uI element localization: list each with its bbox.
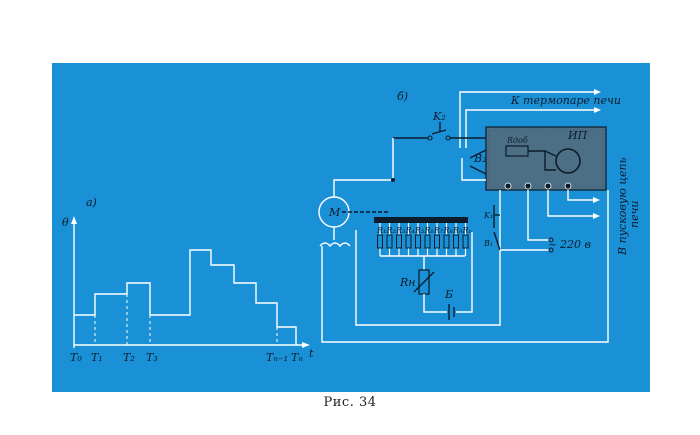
resistor-9 (453, 234, 459, 249)
resistor-1 (377, 234, 383, 249)
resistor-5 (415, 234, 421, 249)
junction-dot (391, 178, 395, 182)
start-circuit-label-2: печи (628, 200, 641, 228)
measuring-instrument: ИП Rдоб (485, 126, 607, 191)
rn-battery-circuit: Rн Б (355, 190, 501, 326)
k2-label: K₂ (432, 110, 446, 123)
resistor-label: R₇ (433, 226, 444, 235)
switch-k2: K₂ (393, 110, 486, 141)
resistor-2 (386, 234, 393, 249)
tick-tn: Tₙ (291, 351, 303, 364)
start-circuit-label-1: В пусковую цепь (616, 157, 629, 256)
step-dashed-guides (94, 294, 278, 345)
tick-t2: T₂ (123, 351, 135, 364)
resistor-10 (462, 234, 469, 249)
resistor-label: R₈ (443, 226, 454, 235)
battery-label: Б (444, 288, 453, 301)
rn-label: Rн (399, 276, 416, 289)
tick-t3: T₃ (146, 351, 158, 364)
thermocouple-label: К термопаре печи (510, 94, 621, 107)
x-axis-label: t (309, 347, 314, 360)
resistor-6 (424, 234, 431, 249)
resistor-label: R₆ (424, 226, 435, 235)
axes (71, 216, 310, 348)
figure-panel (52, 63, 650, 392)
motor: М (318, 138, 609, 343)
resistor-label: R₁ (376, 226, 386, 235)
tick-t1: T₁ (91, 351, 103, 364)
temperature-step-curve (74, 249, 297, 345)
motor-label: М (328, 206, 341, 219)
part-b-label: б) (397, 90, 408, 103)
resistor-3 (396, 234, 402, 249)
supply-220v: K₁ B₁ ~ 220 в (483, 190, 591, 253)
resistor-label: R₉ (452, 226, 463, 235)
resistor-label: Rₙ (462, 226, 472, 235)
part-a-label: а) (86, 196, 97, 209)
switch-b2: B₂ (461, 149, 487, 181)
y-axis-label: θ (62, 216, 69, 229)
tick-tn-1: Tₙ₋₁ (266, 351, 288, 364)
resistor-4 (405, 234, 412, 249)
resistor-7 (434, 234, 440, 249)
tilde-symbol: ~ (548, 238, 557, 251)
figure-caption: Рис. 34 (323, 395, 377, 410)
b2-label: B₂ (473, 152, 487, 165)
voltage-label: 220 в (559, 238, 591, 251)
resistor-label: R₃ (395, 226, 405, 235)
k1-label: K₁ (483, 211, 493, 220)
resistor-label: R₄ (405, 226, 415, 235)
tick-t0: T₀ (70, 351, 82, 364)
radd-label: Rдоб (506, 136, 528, 145)
ip-label: ИП (567, 129, 588, 142)
b1-label: B₁ (483, 239, 493, 248)
resistor-8 (443, 234, 450, 249)
top-wires (459, 89, 601, 219)
resistor-label: R₅ (414, 226, 425, 235)
resistor-label: R₂ (386, 226, 396, 235)
